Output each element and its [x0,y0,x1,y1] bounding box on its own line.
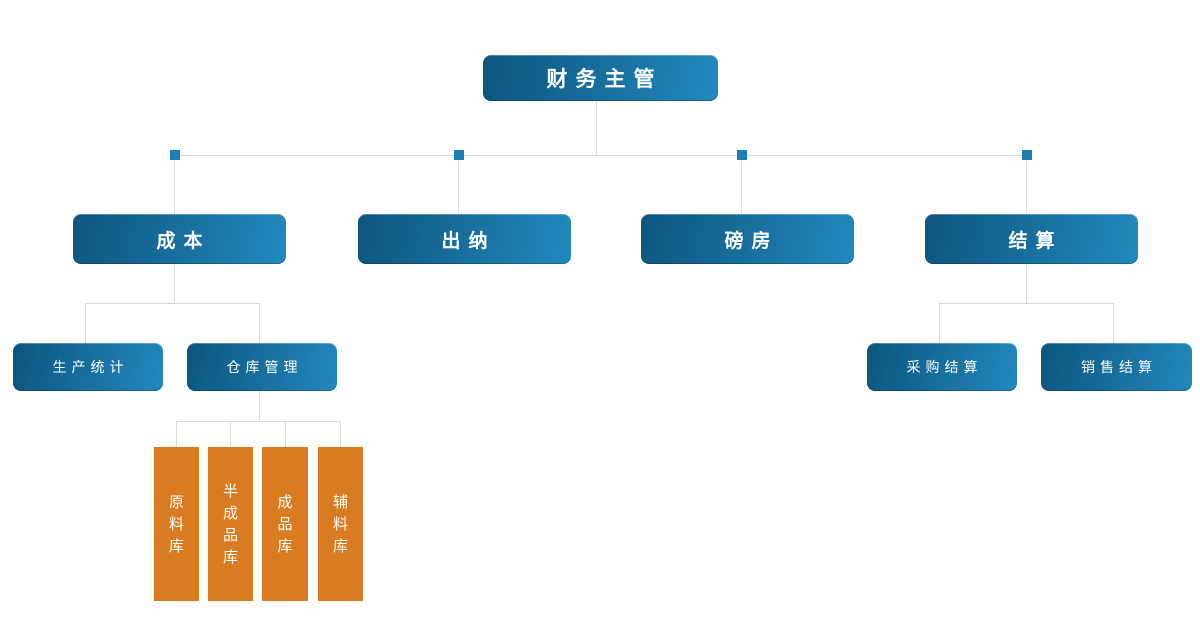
node-production-statistics: 生产统计 [13,343,163,391]
connector-cost-down [174,264,175,303]
connector-level2-horizontal [175,155,1027,156]
connector-to-semi-finished-warehouse [230,421,231,447]
node-label: 成品库 [277,493,293,555]
connector-to-weighbridge [741,155,742,214]
node-settlement: 结算 [925,214,1138,264]
connector-cost-horizontal [85,303,259,304]
connector-settlement-horizontal [939,303,1113,304]
connector-to-cashier [458,155,459,214]
node-auxiliary-material-warehouse: 辅料库 [318,447,363,601]
node-label: 辅料库 [332,493,348,555]
connector-root-down [596,101,597,155]
node-procurement-settlement: 采购结算 [867,343,1017,391]
node-raw-material-warehouse: 原料库 [154,447,199,601]
node-semi-finished-warehouse: 半成品库 [208,447,253,601]
node-label: 半成品库 [222,482,238,566]
node-sales-settlement: 销售结算 [1041,343,1192,391]
connector-to-settlement [1026,155,1027,214]
junction-square-weighbridge [737,150,747,160]
node-warehouse-management: 仓库管理 [187,343,337,391]
node-finished-goods-warehouse: 成品库 [262,447,308,601]
connector-to-warehouse-management [259,303,260,343]
connector-to-raw-material-warehouse [176,421,177,447]
node-finance-supervisor: 财务主管 [483,55,718,101]
connector-to-finished-goods-warehouse [285,421,286,447]
connector-to-cost [174,155,175,214]
connector-warehouse-down [259,391,260,421]
connector-to-production-statistics [85,303,86,343]
junction-square-settlement [1022,150,1032,160]
connector-to-auxiliary-material-warehouse [340,421,341,447]
connector-warehouse-horizontal [176,421,340,422]
connector-to-procurement-settlement [939,303,940,343]
junction-square-cashier [454,150,464,160]
node-cashier: 出纳 [358,214,571,264]
connector-settlement-down [1026,264,1027,303]
junction-square-cost [170,150,180,160]
node-label: 原料库 [168,493,184,555]
node-cost: 成本 [73,214,286,264]
node-weighbridge: 磅房 [641,214,854,264]
connector-to-sales-settlement [1113,303,1114,343]
